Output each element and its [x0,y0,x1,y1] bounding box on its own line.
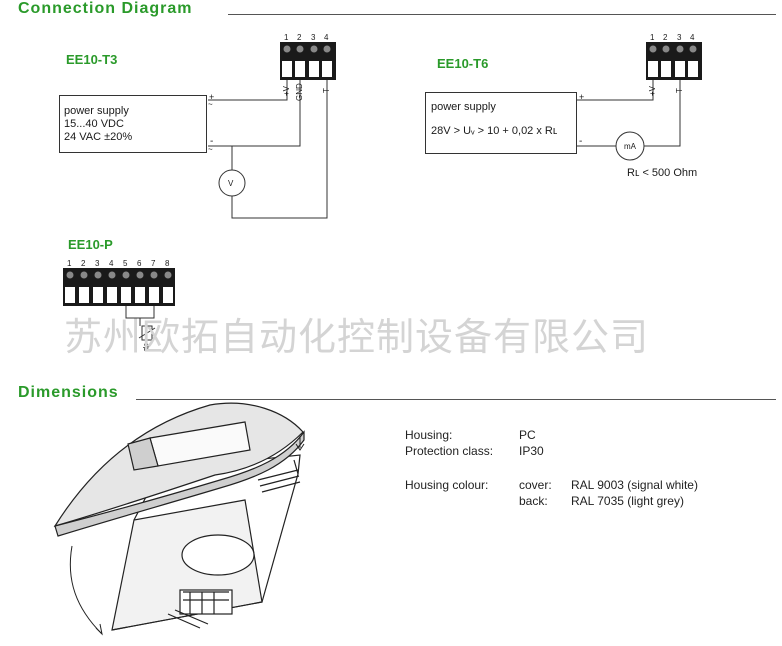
p-pin-6: 6 [137,259,142,268]
t6-ammeter-label: mA [624,142,636,151]
protection-class-value: IP30 [519,444,544,458]
p-terminal-block [63,268,175,306]
cover-label: cover: [519,478,552,492]
t6-power-supply-box: power supply 28V > Uᵥ > 10 + 0,02 x Rʟ [425,92,577,154]
p-pin-5: 5 [123,259,128,268]
back-value: RAL 7035 (light grey) [571,494,684,508]
t3-plus-sign: + [209,92,215,102]
cover-value: RAL 9003 (signal white) [571,478,698,492]
p-sensor-symbol: ϑ [143,342,150,354]
p-model-label: EE10-P [68,237,113,252]
t3-pin-1: 1 [284,33,289,42]
connection-rule [228,14,776,15]
t6-minus-sign: - [579,136,583,147]
housing-value: PC [519,428,536,442]
t3-voltmeter-label: V [228,179,234,188]
t6-pin-2: 2 [663,33,668,42]
t3-pin-label-vplus: +V [282,85,291,96]
housing-colour-label: Housing colour: [405,478,489,492]
t3-terminal-block [280,42,336,80]
connection-diagram-title: Connection Diagram [18,0,197,18]
t3-pin-3: 3 [311,33,316,42]
t6-pin-1: 1 [650,33,655,42]
t6-load-resistance: Rʟ < 500 Ohm [627,167,698,179]
t3-minus-sign: - [210,136,214,147]
p-pin-7: 7 [151,259,156,268]
housing-drawing [53,402,305,636]
t3-model-label: EE10-T3 [66,52,118,67]
p-pin-4: 4 [109,259,114,268]
p-pin-1: 1 [67,259,72,268]
t6-pin-label-t: T [675,88,684,93]
t3-tilde-top: ~ [208,100,213,109]
t6-wires [577,80,681,147]
t6-pin-3: 3 [677,33,682,42]
t3-supply-line2: 15...40 VDC [64,118,124,130]
p-pin-2: 2 [81,259,86,268]
t3-pin-4: 4 [324,33,329,42]
t3-pin-label-t: T [322,88,331,93]
t3-voltmeter [218,169,246,197]
t6-model-label: EE10-T6 [437,56,489,71]
t6-ammeter [615,131,645,161]
t3-pin-label-gnd: GND [295,83,304,101]
t3-wires [208,80,328,219]
t6-pin-label-vplus: +V [648,85,657,96]
dimensions-title: Dimensions [18,384,123,402]
back-label: back: [519,494,548,508]
t6-formula: 28V > Uᵥ > 10 + 0,02 x Rʟ [431,125,558,137]
dimensions-rule [136,399,776,400]
t6-terminal-block [646,42,702,80]
t3-supply-line1: power supply [64,105,129,117]
protection-class-label: Protection class: [405,444,494,458]
t3-supply-line3: 24 VAC ±20% [64,131,133,143]
housing-label: Housing: [405,428,453,442]
t3-pin-2: 2 [297,33,302,42]
t6-plus-sign: + [579,92,585,102]
p-sensor-wires [125,306,156,341]
p-pin-3: 3 [95,259,100,268]
p-pin-8: 8 [165,259,170,268]
t3-tilde-bottom: ~ [208,145,213,154]
t3-power-supply-box: power supply 15...40 VDC 24 VAC ±20% [59,95,207,153]
t6-supply-line1: power supply [431,101,496,113]
t6-pin-4: 4 [690,33,695,42]
company-watermark: 苏州欧拓自动化控制设备有限公司 [64,315,650,359]
